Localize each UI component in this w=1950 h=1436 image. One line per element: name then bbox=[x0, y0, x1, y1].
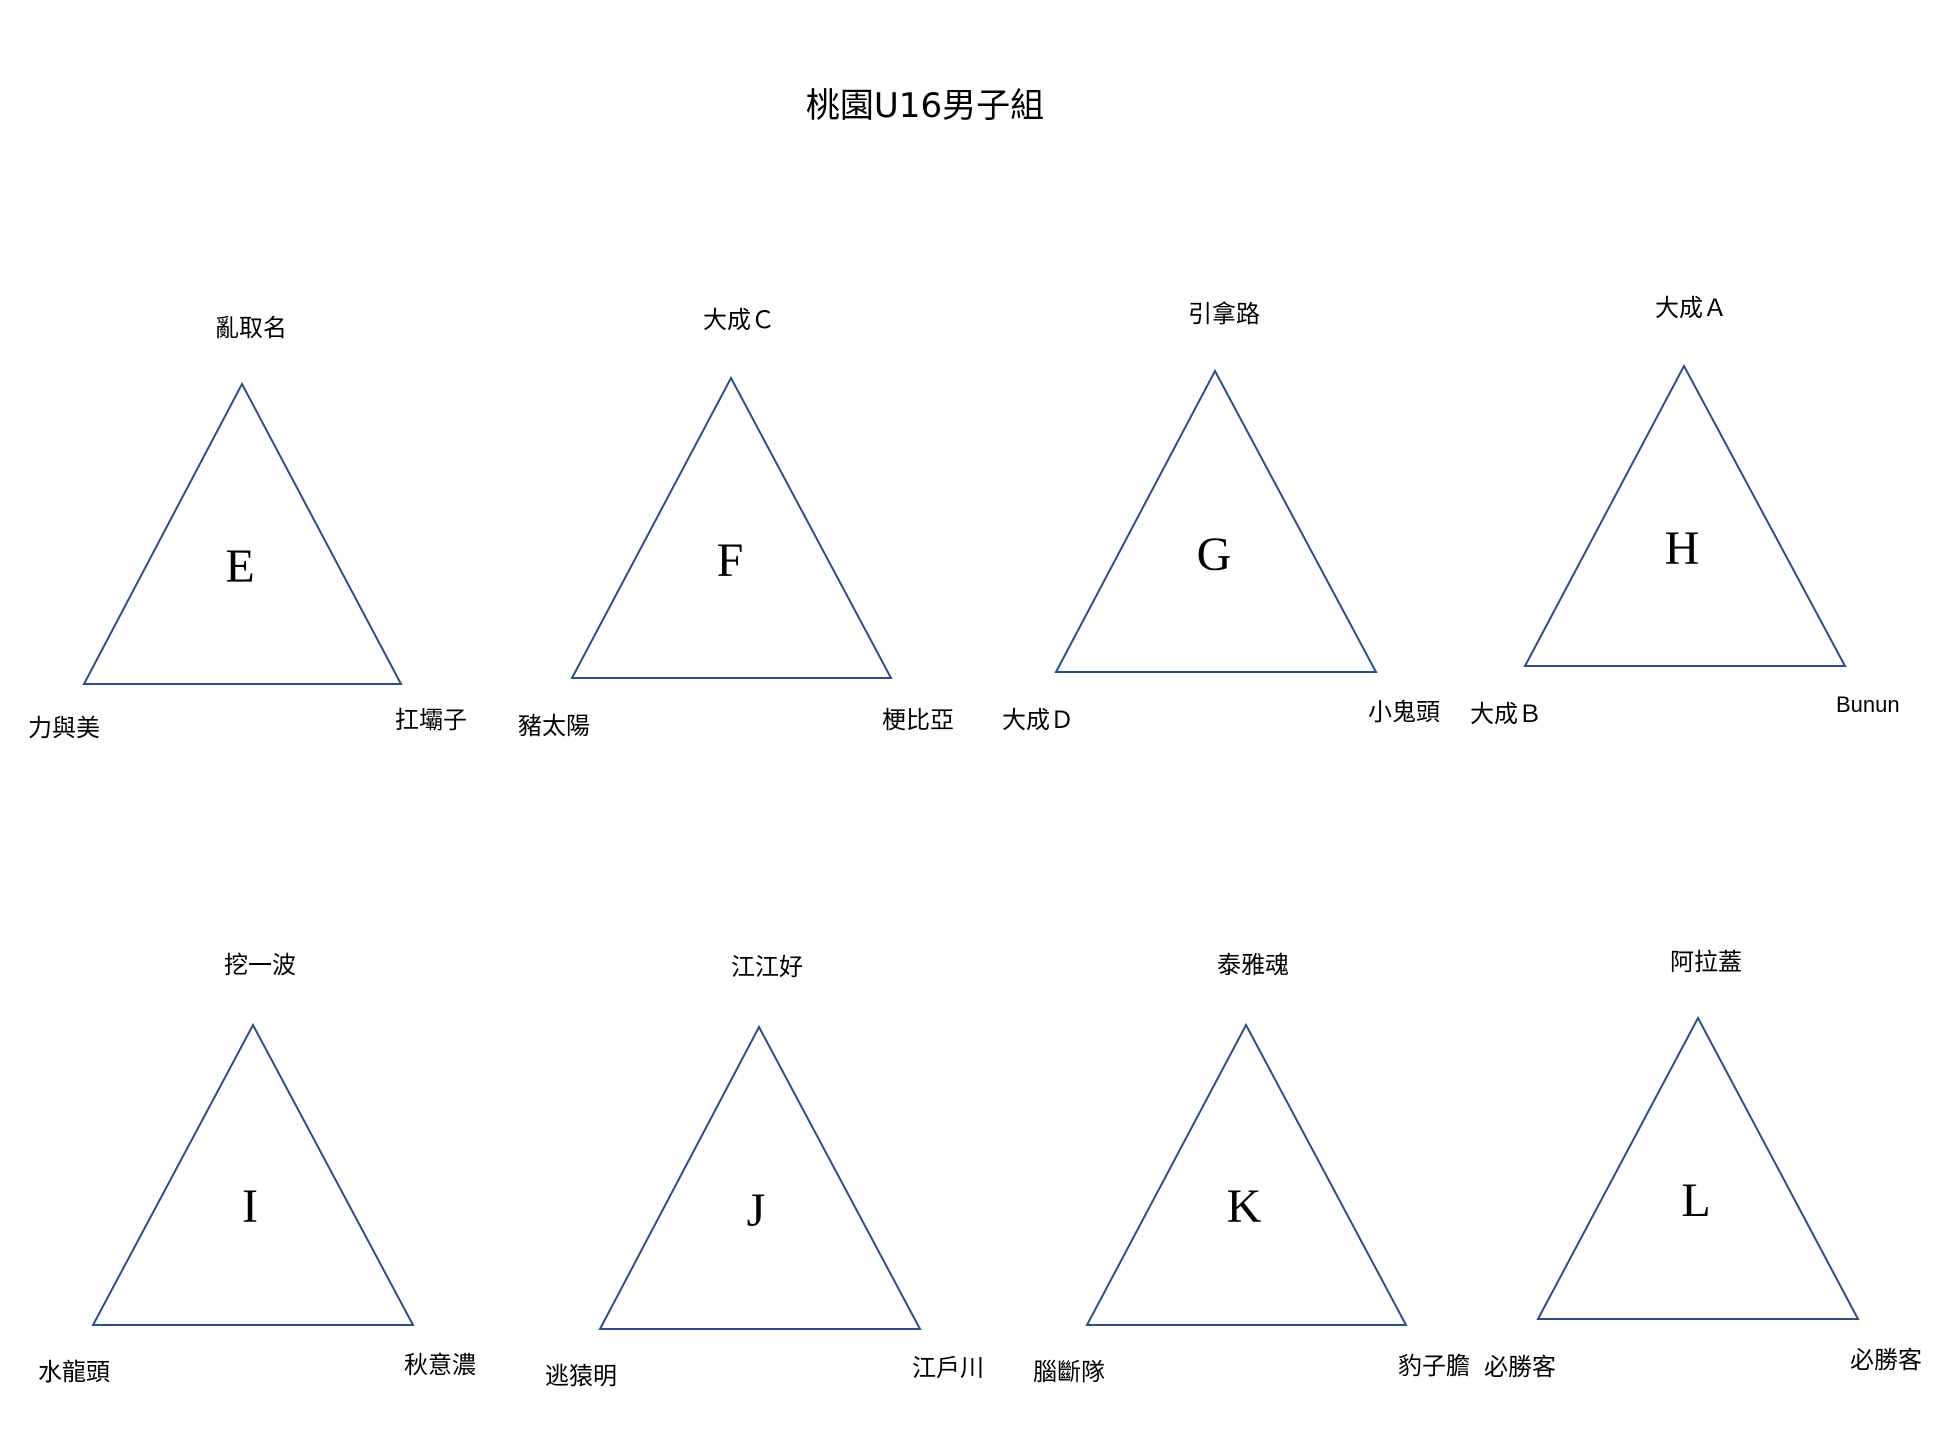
team-label-e-top: 亂取名 bbox=[215, 314, 287, 342]
group-triangle-e bbox=[82, 381, 403, 685]
team-label-l-right: 必勝客 bbox=[1850, 1346, 1922, 1374]
team-label-f-right: 梗比亞 bbox=[882, 706, 954, 734]
team-label-i-top: 挖一波 bbox=[224, 951, 296, 979]
group-letter-h: H bbox=[1665, 522, 1700, 575]
group-letter-k: K bbox=[1227, 1180, 1262, 1233]
team-label-g-left: 大成Ｄ bbox=[1002, 706, 1074, 734]
team-label-l-top: 阿拉蓋 bbox=[1670, 948, 1742, 976]
team-label-g-right: 小鬼頭 bbox=[1368, 698, 1440, 726]
team-label-e-right: 扛壩子 bbox=[395, 706, 467, 734]
group-triangle-k bbox=[1085, 1022, 1408, 1326]
team-label-j-top: 江江好 bbox=[731, 953, 803, 981]
team-label-j-left: 逃猿明 bbox=[545, 1362, 617, 1390]
page-title: 桃園U16男子組 bbox=[805, 86, 1045, 126]
team-label-h-right: Bunun bbox=[1836, 692, 1900, 717]
group-letter-g: G bbox=[1197, 528, 1232, 581]
team-label-k-right: 豹子膽 bbox=[1398, 1352, 1470, 1380]
group-triangle-j bbox=[598, 1024, 922, 1330]
team-label-i-right: 秋意濃 bbox=[404, 1351, 476, 1379]
team-label-i-left: 水龍頭 bbox=[38, 1358, 110, 1386]
group-triangle-g bbox=[1054, 368, 1378, 673]
group-letter-f: F bbox=[717, 534, 744, 587]
team-label-l-left: 必勝客 bbox=[1484, 1353, 1556, 1381]
group-letter-e: E bbox=[225, 540, 254, 593]
team-label-k-left: 腦斷隊 bbox=[1033, 1358, 1105, 1386]
team-label-f-left: 豬太陽 bbox=[518, 712, 590, 740]
team-label-g-top: 引拿路 bbox=[1188, 300, 1260, 328]
group-triangle-l bbox=[1536, 1015, 1860, 1320]
team-label-e-left: 力與美 bbox=[28, 714, 100, 742]
team-label-h-top: 大成Ａ bbox=[1655, 294, 1727, 322]
group-letter-l: L bbox=[1681, 1174, 1710, 1227]
team-label-h-left: 大成Ｂ bbox=[1470, 700, 1542, 728]
team-label-f-top: 大成Ｃ bbox=[703, 306, 775, 334]
group-triangle-h bbox=[1523, 363, 1847, 667]
group-triangle-f bbox=[570, 375, 893, 679]
team-label-k-top: 泰雅魂 bbox=[1217, 951, 1289, 979]
group-letter-j: J bbox=[747, 1184, 766, 1237]
team-label-j-right: 江戶川 bbox=[912, 1354, 984, 1382]
group-letter-i: I bbox=[242, 1180, 258, 1233]
group-triangle-i bbox=[91, 1022, 415, 1326]
